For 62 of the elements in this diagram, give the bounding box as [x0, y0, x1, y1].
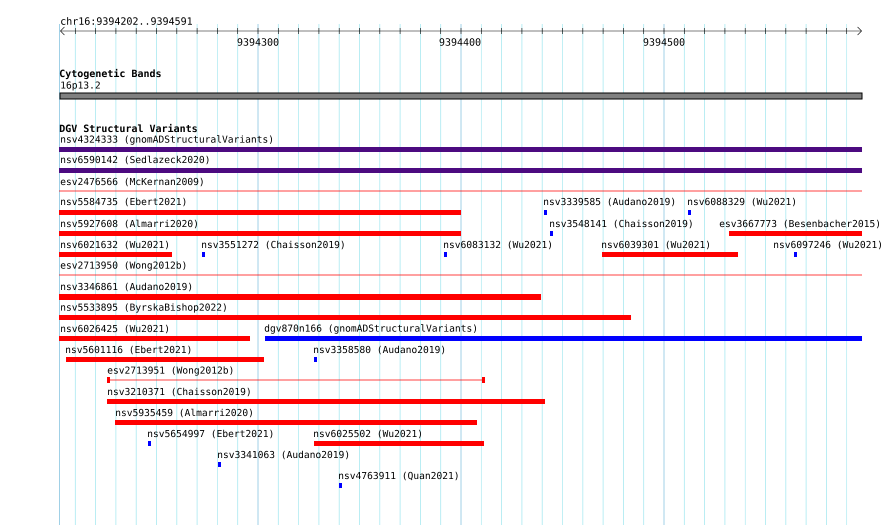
ruler-label: 9394500 — [644, 38, 684, 46]
node-label: nsv5935459 (Almarri2020) — [116, 408, 252, 418]
variant-feature: nsv5533895 (ByrskaBishop2022) — [59, 303, 631, 320]
variant-feature: dgv870n166 (gnomADStructuralVariants) — [264, 324, 862, 341]
variant-feature: nsv5935459 (Almarri2020) — [115, 408, 477, 425]
node-label: nsv3339585 (Audano2019) — [544, 198, 674, 206]
variant-feature: nsv6088329 (Wu2021) — [688, 198, 796, 215]
node-label: nsv4324333 (gnomADStructuralVariants) — [61, 135, 272, 145]
variant-feature: nsv4324333 (gnomADStructuralVariants) — [59, 135, 862, 152]
node-label: nsv6039301 (Wu2021) — [602, 240, 710, 250]
variant-feature: nsv3548141 (Chaisson2019) — [550, 220, 692, 236]
track-heading: DGV Structural Variants — [60, 124, 197, 132]
node-label: esv3667773 (Besenbacher2015) — [720, 220, 880, 228]
cytoband-bar: 16p13.2 — [60, 81, 862, 100]
variant-feature: nsv3339585 (Audano2019) — [544, 198, 674, 215]
variant-feature: nsv3358580 (Audano2019) — [314, 346, 444, 362]
node-label: nsv3551272 (Chaisson2019) — [202, 240, 344, 250]
variant-feature: nsv3341063 (Audano2019) — [218, 450, 348, 467]
node-label: nsv6088329 (Wu2021) — [688, 198, 796, 206]
variant-feature: esv2476566 (McKernan2009) — [58, 178, 862, 192]
variant-feature: nsv3551272 (Chaisson2019) — [202, 240, 344, 257]
variant-feature: nsv6021632 (Wu2021) — [59, 240, 172, 257]
node-label: dgv870n166 (gnomADStructuralVariants) — [264, 324, 476, 334]
variant-feature: nsv5601116 (Ebert2021) — [66, 346, 264, 362]
variant-feature: esv2713950 (Wong2012b) — [58, 261, 862, 276]
node-label: nsv5533895 (ByrskaBishop2022) — [61, 303, 226, 313]
node-label: nsv6097246 (Wu2021) — [774, 240, 882, 250]
variant-feature: esv2713951 (Wong2012b) — [106, 366, 486, 383]
node-label: nsv3346861 (Audano2019) — [61, 282, 192, 292]
variant-feature: nsv6025502 (Wu2021) — [314, 430, 484, 446]
variant-feature: nsv4763911 (Quan2021) — [339, 472, 458, 488]
node-label: nsv3358580 (Audano2019) — [314, 346, 444, 354]
variant-feature: nsv5584735 (Ebert2021) — [59, 198, 461, 215]
node-label: nsv6026425 (Wu2021) — [61, 324, 168, 334]
variant-feature: nsv6083132 (Wu2021) — [444, 240, 552, 257]
node-label: esv2713951 (Wong2012b) — [108, 366, 232, 376]
node-label: nsv5927608 (Almarri2020) — [61, 220, 197, 228]
node-label: 16p13.2 — [61, 81, 100, 91]
position-label: chr16:9394202..9394591 — [61, 17, 192, 25]
variant-feature: nsv6039301 (Wu2021) — [602, 240, 738, 257]
variant-feature: nsv3346861 (Audano2019) — [59, 282, 541, 300]
node-label: nsv6021632 (Wu2021) — [61, 240, 168, 250]
ruler-label: 9394400 — [440, 38, 480, 46]
node-label: nsv4763911 (Quan2021) — [339, 472, 458, 480]
variant-feature: nsv5654997 (Ebert2021) — [148, 430, 272, 446]
node-label: nsv5654997 (Ebert2021) — [148, 430, 272, 438]
node-label: nsv5601116 (Ebert2021) — [66, 346, 190, 354]
node-label: nsv5584735 (Ebert2021) — [61, 198, 186, 206]
variant-feature: nsv6026425 (Wu2021) — [59, 324, 250, 341]
ruler-label: 9394300 — [238, 38, 278, 46]
node-label: nsv6083132 (Wu2021) — [444, 240, 552, 250]
node-label: nsv3210371 (Chaisson2019) — [108, 388, 250, 396]
node-label: nsv3341063 (Audano2019) — [218, 450, 348, 460]
node-label: nsv6590142 (Sedlazeck2020) — [61, 156, 208, 164]
variant-feature: esv3667773 (Besenbacher2015) — [720, 220, 880, 236]
variant-feature: nsv6590142 (Sedlazeck2020) — [59, 156, 862, 173]
track-heading: Cytogenetic Bands — [60, 68, 161, 80]
node-label: nsv3548141 (Chaisson2019) — [550, 220, 692, 228]
variant-feature: nsv5927608 (Almarri2020) — [59, 220, 461, 236]
variant-feature: nsv6097246 (Wu2021) — [774, 240, 882, 257]
node-label: nsv6025502 (Wu2021) — [314, 430, 422, 438]
variant-feature: nsv3210371 (Chaisson2019) — [107, 388, 545, 404]
